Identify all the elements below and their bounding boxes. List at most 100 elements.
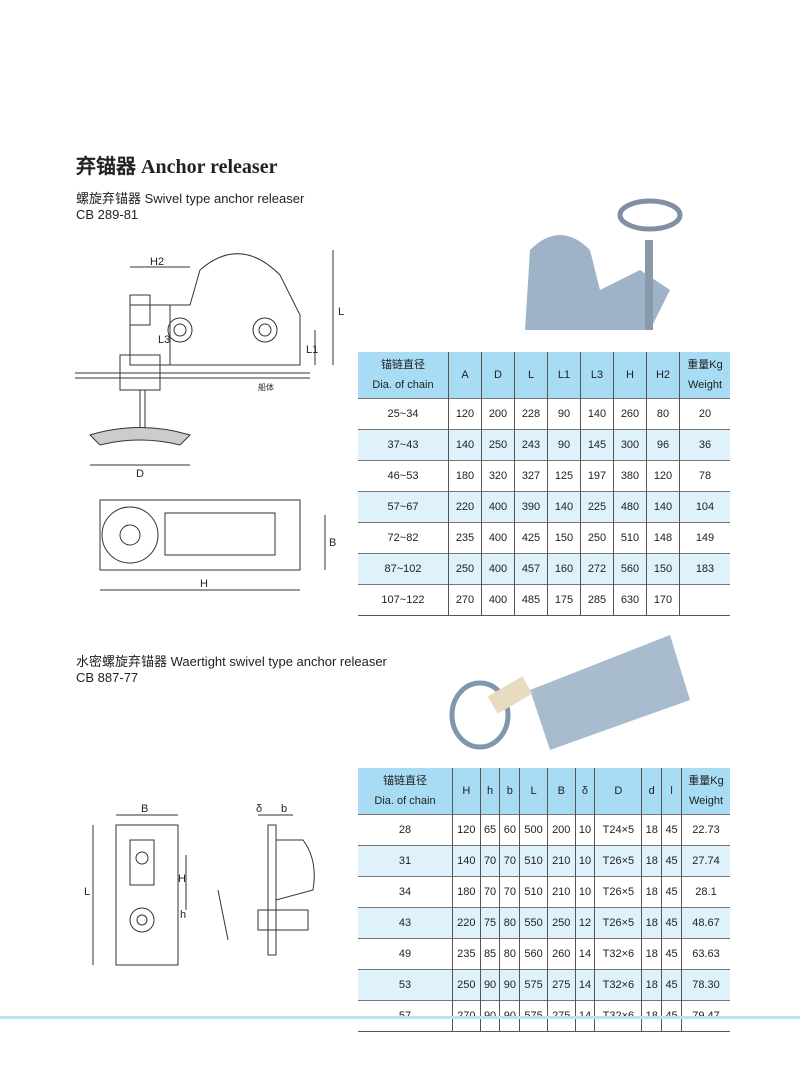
- table-cell: 63.63: [681, 938, 730, 970]
- table-cell: 175: [547, 584, 581, 616]
- label-h: H: [200, 578, 208, 590]
- table-cell: 10: [574, 876, 595, 908]
- header-col: D: [481, 352, 515, 399]
- header-col: H: [613, 352, 647, 399]
- table-cell: 180: [452, 876, 481, 908]
- table-cell: 285: [580, 584, 614, 616]
- table-cell: 250: [481, 429, 515, 461]
- table-cell: 400: [481, 584, 515, 616]
- table-cell: 46~53: [358, 460, 449, 492]
- table-cell: 630: [613, 584, 647, 616]
- section2-title: 水密螺旋弃锚器 Waertight swivel type anchor rel…: [76, 654, 387, 669]
- table-cell: 170: [646, 584, 680, 616]
- table-cell: 243: [514, 429, 548, 461]
- header-col: d: [641, 768, 662, 815]
- swivel-releaser-drawing: H2 L3 L1 L 船体 D B H: [75, 250, 344, 591]
- section1-standard: CB 289-81: [76, 207, 139, 222]
- table-cell: 45: [661, 876, 682, 908]
- table-cell: 480: [613, 491, 647, 523]
- table-cell: 400: [481, 522, 515, 554]
- table-cell: 78.30: [681, 969, 730, 1001]
- table-cell: 457: [514, 553, 548, 585]
- label-l3: L3: [158, 334, 170, 346]
- header-col: D: [594, 768, 642, 815]
- table-cell: 37~43: [358, 429, 449, 461]
- table-cell: 45: [661, 969, 682, 1001]
- table-cell: 80: [499, 938, 520, 970]
- table-cell: 34: [358, 876, 453, 908]
- table-cell: 200: [546, 814, 576, 846]
- table-cell: 210: [546, 876, 576, 908]
- label-h-big: H: [178, 873, 186, 885]
- table-cell: 425: [514, 522, 548, 554]
- table-cell: 45: [661, 845, 682, 877]
- table-cell: 70: [479, 845, 500, 877]
- swivel-releaser-photo: [525, 198, 683, 330]
- table-cell: 140: [547, 491, 581, 523]
- table-cell: 200: [481, 398, 515, 430]
- table-cell: 80: [499, 907, 520, 939]
- header-col: δ: [574, 768, 595, 815]
- table-cell: 87~102: [358, 553, 449, 585]
- table-cell: 140: [646, 491, 680, 523]
- table-cell: 14: [574, 969, 595, 1001]
- table-cell: 149: [679, 522, 730, 554]
- table-cell: 57~67: [358, 491, 449, 523]
- table-cell: 104: [679, 491, 730, 523]
- header-col: L1: [547, 352, 581, 399]
- table-cell: T32×6: [594, 938, 642, 970]
- table-cell: 560: [613, 553, 647, 585]
- header-col: L: [514, 352, 548, 399]
- table-cell: 45: [661, 938, 682, 970]
- label-h-small: h: [180, 909, 186, 921]
- table-cell: 78: [679, 460, 730, 492]
- table-cell: 500: [519, 814, 548, 846]
- header-col: A: [448, 352, 482, 399]
- table-cell: 275: [546, 969, 576, 1001]
- watertight-releaser-drawing: B L H h δ b: [84, 803, 315, 966]
- header-col: H: [452, 768, 481, 815]
- table-cell: 550: [519, 907, 548, 939]
- table-cell: 18: [641, 845, 662, 877]
- table-cell: 560: [519, 938, 548, 970]
- table-cell: 96: [646, 429, 680, 461]
- table-cell: 220: [448, 491, 482, 523]
- table-cell: 160: [547, 553, 581, 585]
- label-l1: L1: [306, 344, 318, 356]
- table-cell: 220: [452, 907, 481, 939]
- table-cell: 235: [448, 522, 482, 554]
- table-cell: 22.73: [681, 814, 730, 846]
- table-cell: 197: [580, 460, 614, 492]
- table-cell: 150: [646, 553, 680, 585]
- label-h2: H2: [150, 256, 164, 268]
- label-b: B: [329, 537, 336, 549]
- table-cell: 125: [547, 460, 581, 492]
- table-cell: 400: [481, 491, 515, 523]
- table-cell: [679, 584, 730, 616]
- table-cell: T26×5: [594, 876, 642, 908]
- table-cell: 183: [679, 553, 730, 585]
- table-cell: 12: [574, 907, 595, 939]
- table-cell: 210: [546, 845, 576, 877]
- watertight-releaser-photo: [449, 635, 690, 750]
- label-hull: 船体: [258, 382, 274, 392]
- table-cell: 10: [574, 814, 595, 846]
- table-cell: 145: [580, 429, 614, 461]
- table-cell: 300: [613, 429, 647, 461]
- table-cell: 150: [547, 522, 581, 554]
- table-cell: 18: [641, 876, 662, 908]
- table-cell: 28.1: [681, 876, 730, 908]
- table-cell: 250: [448, 553, 482, 585]
- table-cell: 180: [448, 460, 482, 492]
- label-b-big: B: [141, 803, 148, 815]
